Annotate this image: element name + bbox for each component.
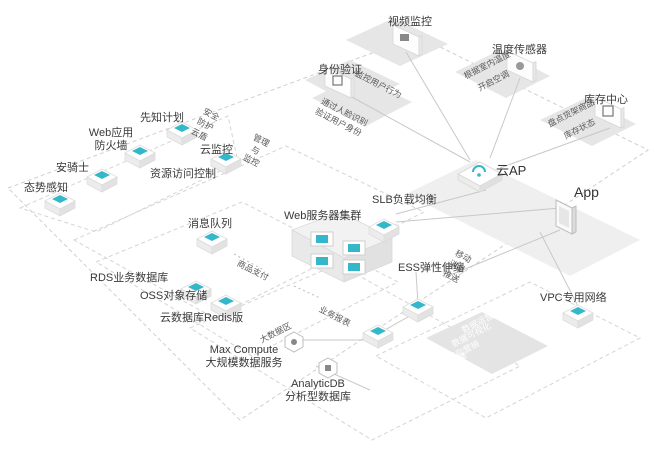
mgmt-zone-outline — [72, 145, 426, 319]
rds-label: RDS业务数据库 — [90, 272, 169, 284]
maxcompute-hexagon-icon — [284, 331, 304, 353]
data-zone-outline — [94, 201, 400, 357]
analytics-panel — [426, 312, 548, 374]
maxcompute-label-line1: Max Compute — [209, 344, 279, 356]
temp-desc-panel — [455, 50, 550, 98]
video-label: 视频监控 — [388, 16, 432, 28]
cloud-ap-icon — [456, 161, 504, 193]
app-panel — [406, 160, 640, 276]
redis-label: 云数据库Redis版 — [160, 312, 244, 324]
slb-label: SLB负载均衡 — [372, 194, 437, 206]
warehouse-desc-panel — [540, 98, 636, 146]
adb-label-line2: 分析型数据库 — [285, 391, 351, 403]
maxcompute-label-line2: 大规模数据服务 — [205, 357, 283, 369]
situation-label: 态势感知 — [24, 182, 68, 194]
web-cluster-label: Web服务器集群 — [284, 210, 362, 222]
camera-icon — [392, 24, 423, 57]
temp-label: 温度传感器 — [492, 44, 547, 56]
anqishi-label: 安骑士 — [56, 162, 89, 174]
outer-platform-outline — [7, 35, 650, 421]
warehouse-label: 库存中心 — [584, 94, 628, 106]
ess-label: ESS弹性伸缩 — [398, 262, 465, 274]
ram-label: 资源访问控制 — [150, 168, 216, 180]
oss-label: OSS对象存储 — [140, 290, 208, 302]
cloud-monitor-label: 云监控 — [200, 144, 233, 156]
face-scan-icon — [324, 66, 355, 99]
vpc-cube-icon — [562, 304, 594, 329]
waf-label-line1: Web应用 — [88, 127, 134, 139]
mq-cube-icon — [196, 230, 228, 255]
dotted-links — [233, 253, 321, 299]
vpc-label: VPC专用网络 — [540, 292, 607, 304]
cloud-ap-label: 云AP — [496, 163, 527, 178]
mq-label: 消息队列 — [188, 218, 232, 230]
adb-label-line1: AnalyticDB — [291, 378, 345, 390]
bigdata-zone-outline — [188, 263, 522, 441]
xianzhi-label: 先知计划 — [140, 112, 184, 124]
situation-cube-icon — [44, 192, 76, 217]
phone-icon — [555, 199, 577, 235]
shelf-icon — [594, 96, 625, 129]
vpc-zone-outline — [374, 281, 642, 419]
thermometer-icon — [506, 50, 537, 83]
anqishi-cube-icon — [86, 168, 118, 193]
waf-label-line2: 防火墙 — [94, 140, 128, 152]
app-label: App — [574, 184, 599, 200]
analyticdb-hexagon-icon — [318, 357, 338, 379]
waf-label: Web应用防火墙 — [82, 127, 140, 153]
identity-label: 身份验证 — [318, 64, 362, 76]
